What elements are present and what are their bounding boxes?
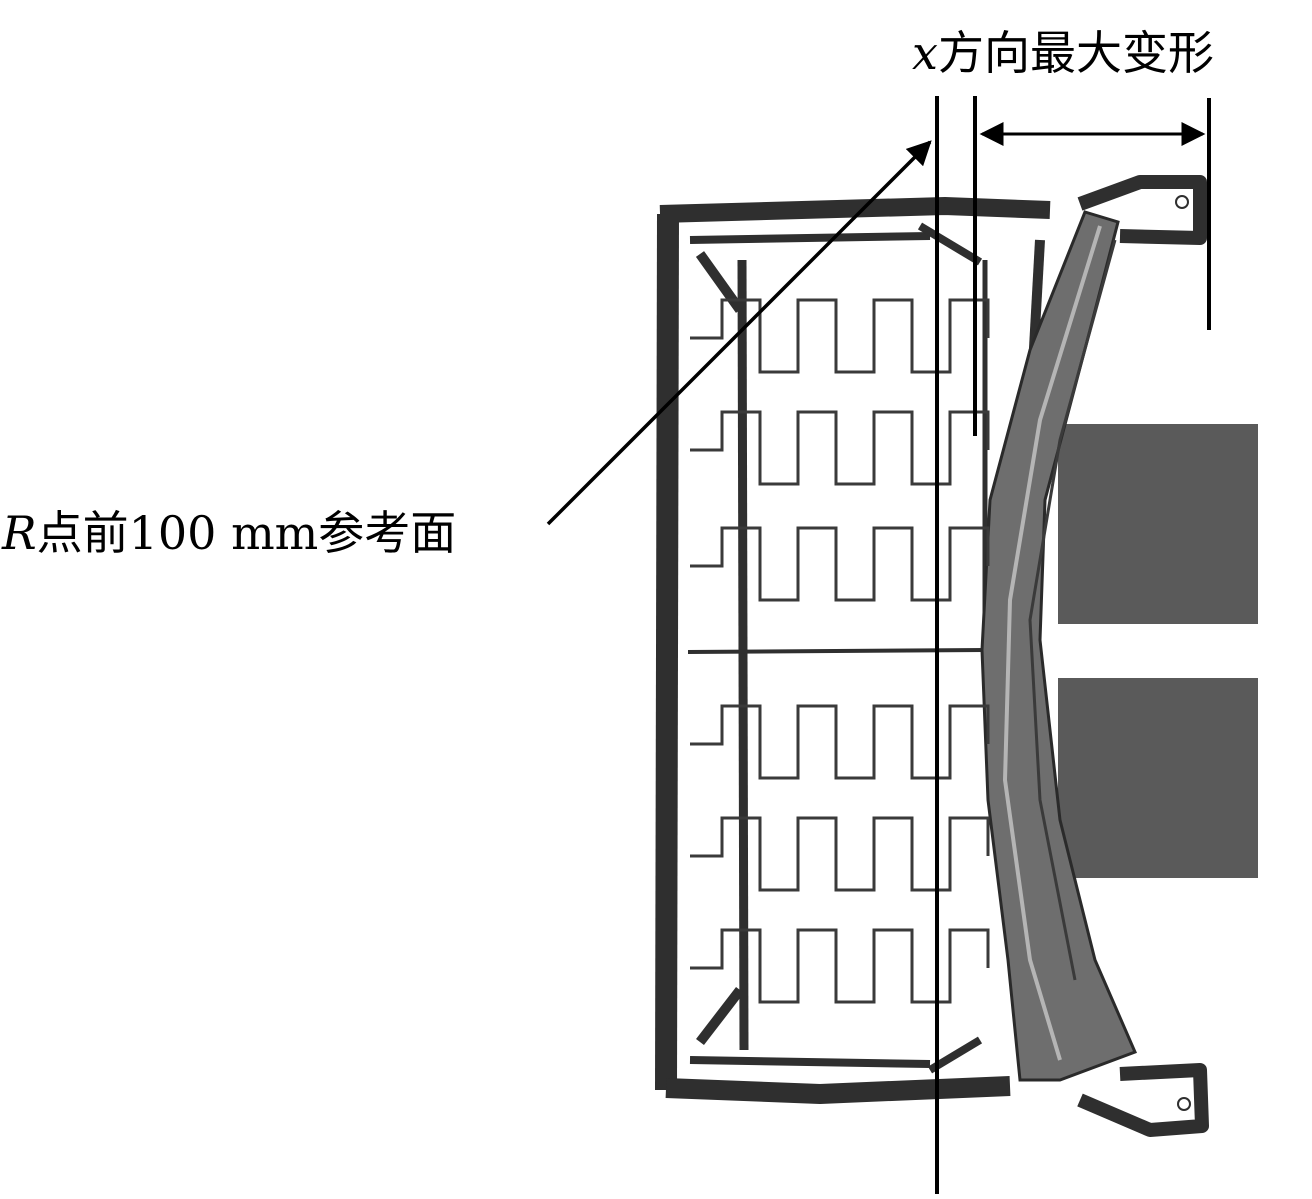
spring-row-2: [690, 410, 990, 486]
spring-row-1: [690, 298, 990, 374]
deformation-label: x方向最大变形: [912, 26, 1214, 80]
spring-row-3: [690, 526, 990, 602]
spring-row-4: [690, 704, 990, 780]
reference-leader-arrow: [546, 140, 932, 526]
deformed-side-member: [980, 210, 1138, 1082]
grey-block-upper: [1058, 424, 1258, 624]
spring-row-6: [690, 928, 990, 1004]
grey-blocks: [1058, 424, 1258, 878]
spring-row-5: [690, 816, 990, 892]
seat-frame: [655, 175, 1209, 1137]
springs: [690, 298, 990, 1004]
grey-block-lower: [1058, 678, 1258, 878]
bolt-hole-top: [1175, 195, 1189, 209]
bolt-hole-bottom: [1177, 1097, 1191, 1111]
reference-plane-label: R点前100 mm参考面: [2, 506, 457, 560]
